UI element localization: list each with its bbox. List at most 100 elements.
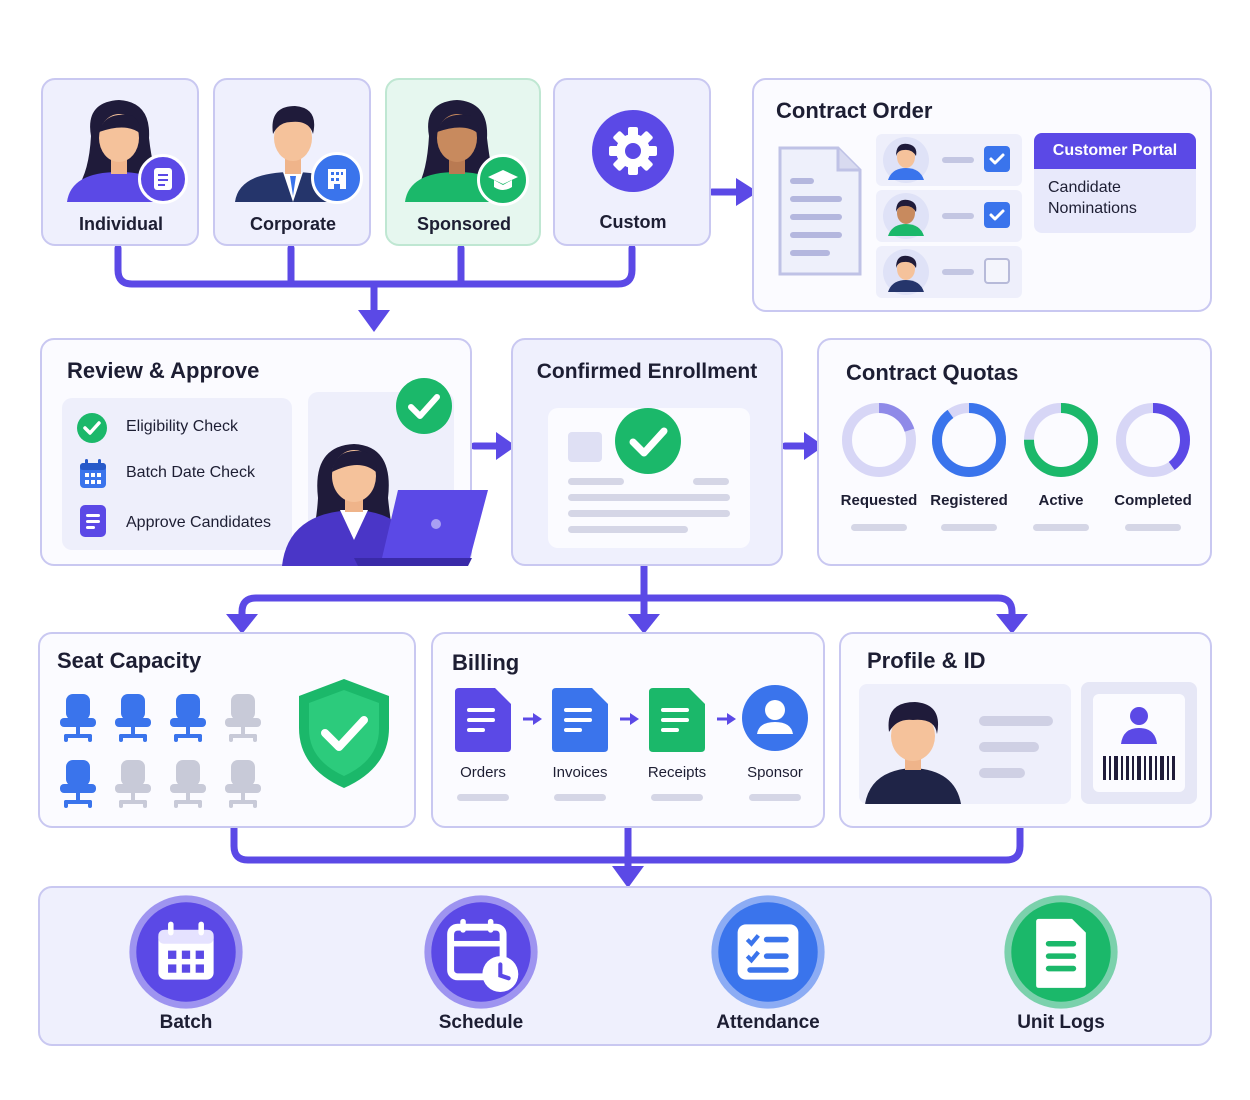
profile-card[interactable] — [859, 684, 1071, 804]
arrow-right-icon — [717, 713, 736, 725]
person-icon — [1121, 707, 1157, 744]
log-document-icon — [1004, 895, 1118, 1009]
seat-booked-icon[interactable] — [56, 758, 100, 810]
candidate-avatar — [883, 193, 929, 239]
candidate-row[interactable] — [876, 190, 1022, 242]
placeholder-line — [1125, 524, 1181, 531]
customer-type-corporate[interactable]: Corporate — [213, 78, 371, 246]
quota-ring-progress — [842, 403, 916, 477]
placeholder-line — [851, 524, 907, 531]
placeholder-line — [568, 510, 730, 517]
contract-order-panel: Contract Order Customer Portal Candidate… — [752, 78, 1212, 312]
document-icon — [649, 688, 705, 752]
gear-icon — [592, 110, 674, 192]
check-item-label: Batch Date Check — [126, 464, 255, 481]
quota-label: Completed — [1114, 492, 1192, 509]
check-item[interactable]: Eligibility Check — [76, 410, 286, 444]
quota-ring — [1024, 403, 1098, 477]
shield-check-icon — [299, 679, 389, 788]
pipeline-step-label: Unit Logs — [1017, 1012, 1105, 1033]
pipeline-step[interactable]: Schedule — [411, 892, 551, 1042]
billing-step-label: Orders — [460, 764, 506, 781]
placeholder-line — [749, 794, 801, 801]
profile-id-title: Profile & ID — [867, 648, 986, 673]
seat-available-icon[interactable] — [111, 758, 155, 810]
placeholder-line — [1033, 524, 1089, 531]
checkbox-checked[interactable] — [984, 202, 1010, 228]
graduation-cap-icon — [477, 154, 529, 206]
billing-step[interactable]: Invoices — [536, 682, 624, 812]
seat-booked-icon[interactable] — [111, 692, 155, 744]
billing-title: Billing — [452, 650, 520, 675]
arrow-right-icon — [523, 713, 542, 725]
candidate-row[interactable] — [876, 134, 1022, 186]
quota-label: Active — [1038, 492, 1084, 509]
billing-step[interactable]: Sponsor — [731, 682, 819, 812]
billing-step[interactable]: Orders — [439, 682, 527, 812]
checkbox-unchecked[interactable] — [984, 258, 1010, 284]
check-item[interactable]: Approve Candidates — [76, 504, 286, 538]
document-icon — [455, 688, 511, 752]
enrollment-check-icon — [615, 408, 681, 474]
placeholder-line — [457, 794, 509, 801]
pipeline-step-label: Schedule — [438, 1012, 524, 1033]
building-badge-icon — [311, 152, 363, 204]
quota-ring-progress — [1024, 403, 1098, 477]
seat-capacity-title: Seat Capacity — [57, 648, 202, 673]
checkbox-checked[interactable] — [984, 146, 1010, 172]
check-item-label: Eligibility Check — [126, 418, 239, 435]
contract-quotas-title: Contract Quotas — [846, 360, 1019, 385]
pipeline-step[interactable]: Unit Logs — [991, 892, 1131, 1042]
quota-list: Requested Registered Active Completed — [819, 400, 1210, 560]
pipeline-step[interactable]: Attendance — [698, 892, 838, 1042]
customer-type-label: Custom — [599, 212, 667, 232]
quota-label: Registered — [930, 492, 1008, 509]
reviewer-laptop-illustration — [282, 444, 488, 566]
profile-id-panel: Profile & ID — [839, 632, 1212, 828]
seat-available-icon[interactable] — [221, 758, 265, 810]
review-approve-panel: Review & Approve Eligibility Check Batch… — [40, 338, 488, 566]
calendar-icon — [80, 459, 106, 488]
placeholder-line — [554, 794, 606, 801]
customer-type-sponsored[interactable]: Sponsored — [385, 78, 541, 246]
contract-document-icon — [778, 146, 862, 276]
seat-grid — [56, 692, 276, 816]
pipeline-step[interactable]: Batch — [116, 892, 256, 1042]
calendar-clock-icon — [424, 895, 538, 1009]
customer-type-custom[interactable]: Custom — [553, 78, 711, 246]
quota-label: Requested — [840, 492, 918, 509]
seat-available-icon[interactable] — [166, 758, 210, 810]
quota-ring-progress — [1116, 403, 1190, 477]
man-suit-avatar-icon — [235, 106, 347, 202]
quota-ring — [932, 403, 1006, 477]
confirmed-enrollment-panel: Confirmed Enrollment — [511, 338, 783, 566]
customer-type-label: Individual — [78, 214, 163, 234]
customer-type-individual[interactable]: Individual — [41, 78, 199, 246]
pipeline-step-label: Attendance — [716, 1012, 820, 1033]
delivery-pipeline: Batch Schedule Attendance Unit Logs — [0, 886, 1250, 1046]
check-item[interactable]: Batch Date Check — [76, 456, 286, 490]
seat-booked-icon[interactable] — [56, 692, 100, 744]
contract-order-title: Contract Order — [776, 98, 933, 123]
customer-portal-card[interactable]: Customer Portal Candidate Nominations — [1034, 133, 1196, 233]
seat-booked-icon[interactable] — [166, 692, 210, 744]
billing-step-label: Invoices — [552, 764, 608, 781]
approved-check-icon — [396, 378, 452, 434]
customer-type-label: Corporate — [249, 214, 336, 234]
billing-step[interactable]: Receipts — [633, 682, 721, 812]
candidate-avatar — [883, 137, 929, 183]
placeholder-line — [568, 478, 624, 485]
man-avatar-icon — [865, 702, 961, 804]
seat-available-icon[interactable] — [221, 692, 265, 744]
candidate-row[interactable] — [876, 246, 1022, 298]
placeholder-line — [651, 794, 703, 801]
placeholder-line — [979, 768, 1025, 778]
calendar-icon — [129, 895, 243, 1009]
id-card[interactable] — [1081, 682, 1197, 804]
billing-step-label: Sponsor — [747, 764, 803, 781]
placeholder-line — [693, 478, 729, 485]
pipeline-step-label: Batch — [159, 1012, 213, 1033]
customer-portal-header: Customer Portal — [1034, 133, 1196, 169]
person-circle-icon — [742, 685, 808, 751]
